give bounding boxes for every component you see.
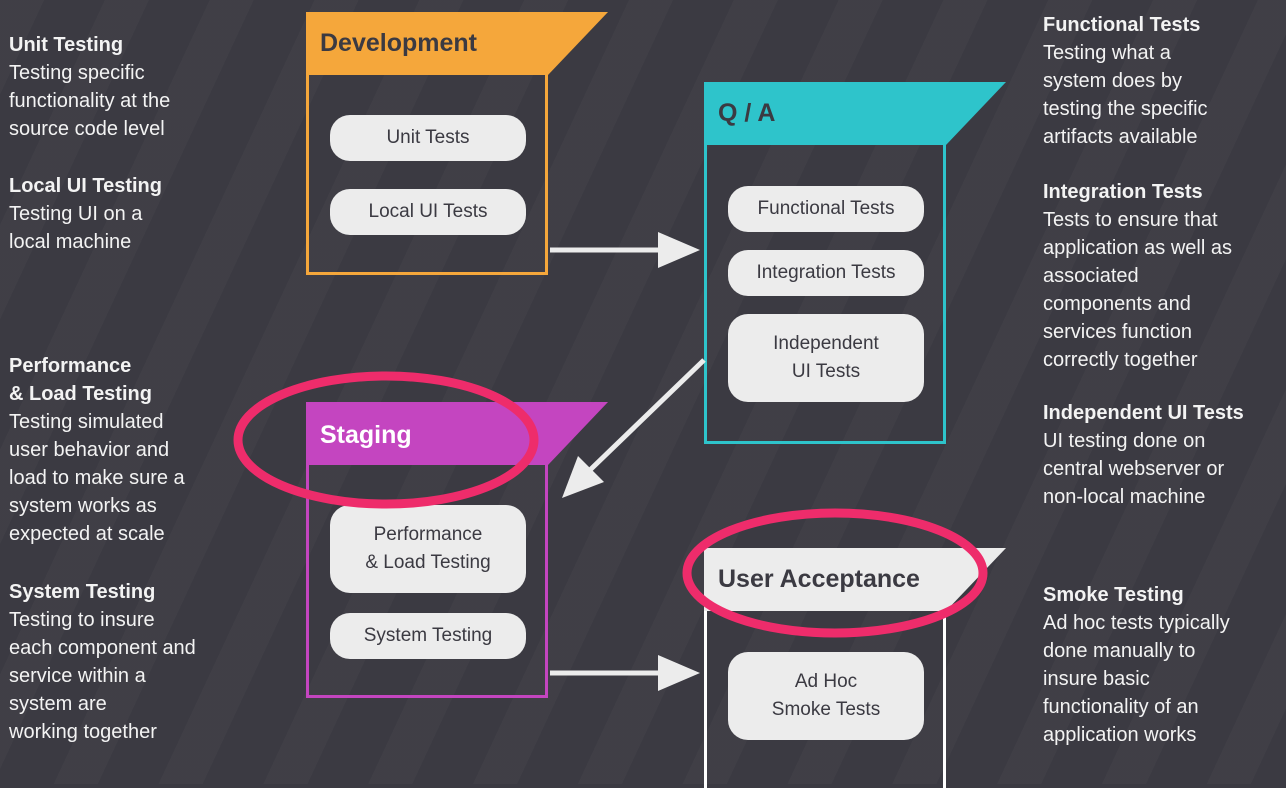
qa-title: Q / A bbox=[718, 99, 776, 127]
desc-local-ui-testing: Local UI Testing Testing UI on a local m… bbox=[9, 172, 162, 256]
desc-performance-load-testing: Performance & Load Testing Testing simul… bbox=[9, 352, 185, 548]
desc-title: System Testing bbox=[9, 581, 156, 603]
desc-title: Integration Tests bbox=[1043, 181, 1203, 203]
pill-independent-ui-tests: Independent UI Tests bbox=[728, 314, 924, 402]
user-acceptance-title: User Acceptance bbox=[718, 565, 920, 593]
desc-title: Functional Tests bbox=[1043, 14, 1201, 36]
desc-functional-tests: Functional Tests Testing what a system d… bbox=[1043, 11, 1208, 151]
desc-integration-tests: Integration Tests Tests to ensure that a… bbox=[1043, 178, 1232, 374]
arrow-qa-to-staging bbox=[562, 358, 706, 498]
pill-unit-tests: Unit Tests bbox=[330, 115, 526, 161]
desc-title: Local UI Testing bbox=[9, 175, 162, 197]
desc-unit-testing: Unit Testing Testing specific functional… bbox=[9, 31, 170, 143]
highlight-ellipse-staging bbox=[233, 371, 539, 509]
arrow-dev-to-qa bbox=[550, 232, 700, 268]
desc-smoke-testing: Smoke Testing Ad hoc tests typically don… bbox=[1043, 581, 1230, 749]
pill-system-testing: System Testing bbox=[330, 613, 526, 659]
desc-system-testing: System Testing Testing to insure each co… bbox=[9, 578, 196, 746]
pill-integration-tests: Integration Tests bbox=[728, 250, 924, 296]
pill-functional-tests: Functional Tests bbox=[728, 186, 924, 232]
arrow-staging-to-user-acceptance bbox=[550, 655, 700, 691]
desc-title: & Load Testing bbox=[9, 383, 152, 405]
qa-header-tab bbox=[704, 82, 1006, 145]
development-title: Development bbox=[320, 29, 477, 57]
highlight-ellipse-user-acceptance bbox=[682, 508, 988, 638]
pill-performance-load-testing: Performance & Load Testing bbox=[330, 505, 526, 593]
desc-independent-ui-tests: Independent UI Tests UI testing done on … bbox=[1043, 399, 1244, 511]
pill-local-ui-tests: Local UI Tests bbox=[330, 189, 526, 235]
development-header-tab bbox=[306, 12, 608, 75]
desc-title: Independent UI Tests bbox=[1043, 402, 1244, 424]
desc-title: Unit Testing bbox=[9, 34, 124, 56]
user-acceptance-header-tab bbox=[704, 548, 1006, 611]
staging-title: Staging bbox=[320, 420, 412, 449]
desc-title: Performance bbox=[9, 355, 132, 377]
pill-ad-hoc-smoke-tests: Ad Hoc Smoke Tests bbox=[728, 652, 924, 740]
desc-title: Smoke Testing bbox=[1043, 584, 1184, 606]
